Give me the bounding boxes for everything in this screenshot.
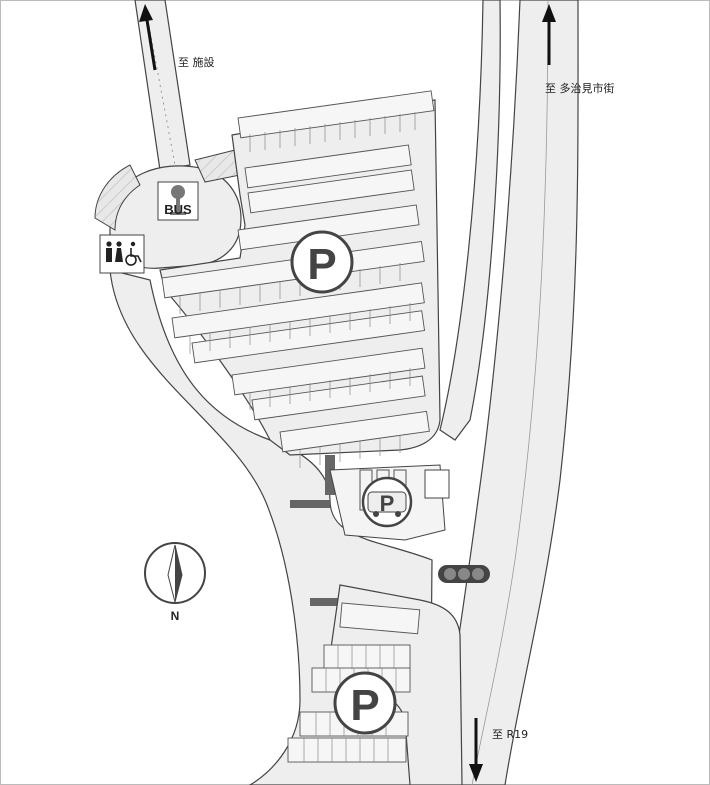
highway-centerline	[471, 0, 549, 785]
north-label: N	[171, 609, 180, 623]
bus-parking-icon: P	[361, 476, 413, 528]
parking-symbol-lower: P	[350, 681, 379, 730]
north-arrow-icon: N	[144, 542, 206, 623]
walkway-to-facility	[134, 0, 191, 171]
arrow-to-r19-icon	[469, 718, 483, 782]
bus-stop-icon: BUS	[157, 181, 199, 221]
wheelchair-icon	[125, 241, 142, 266]
upper-stalls	[161, 90, 435, 453]
parking-symbol-upper: P	[307, 240, 336, 289]
bus-label: BUS	[164, 202, 192, 217]
highway	[437, 0, 579, 785]
arrow-to-tajimi-icon	[542, 4, 556, 65]
parking-icon-lower: P	[333, 671, 397, 735]
shelter-left	[94, 164, 141, 231]
restroom-sign	[99, 234, 145, 274]
label-to-facility: 至 施設	[178, 55, 215, 69]
parking-icon-upper: P	[290, 230, 354, 294]
booth	[424, 469, 450, 499]
parking-symbol-bus: P	[380, 491, 395, 516]
restroom-icon	[106, 241, 123, 262]
traffic-signal-icon	[438, 565, 490, 583]
crosswalks	[290, 455, 340, 606]
access-road	[439, 0, 501, 441]
walkway-dots	[147, 19, 176, 166]
label-to-tajimi: 至 多治見市街	[545, 81, 615, 95]
label-to-r19: 至 R19	[492, 728, 528, 741]
arrow-to-facility-icon	[139, 4, 157, 71]
